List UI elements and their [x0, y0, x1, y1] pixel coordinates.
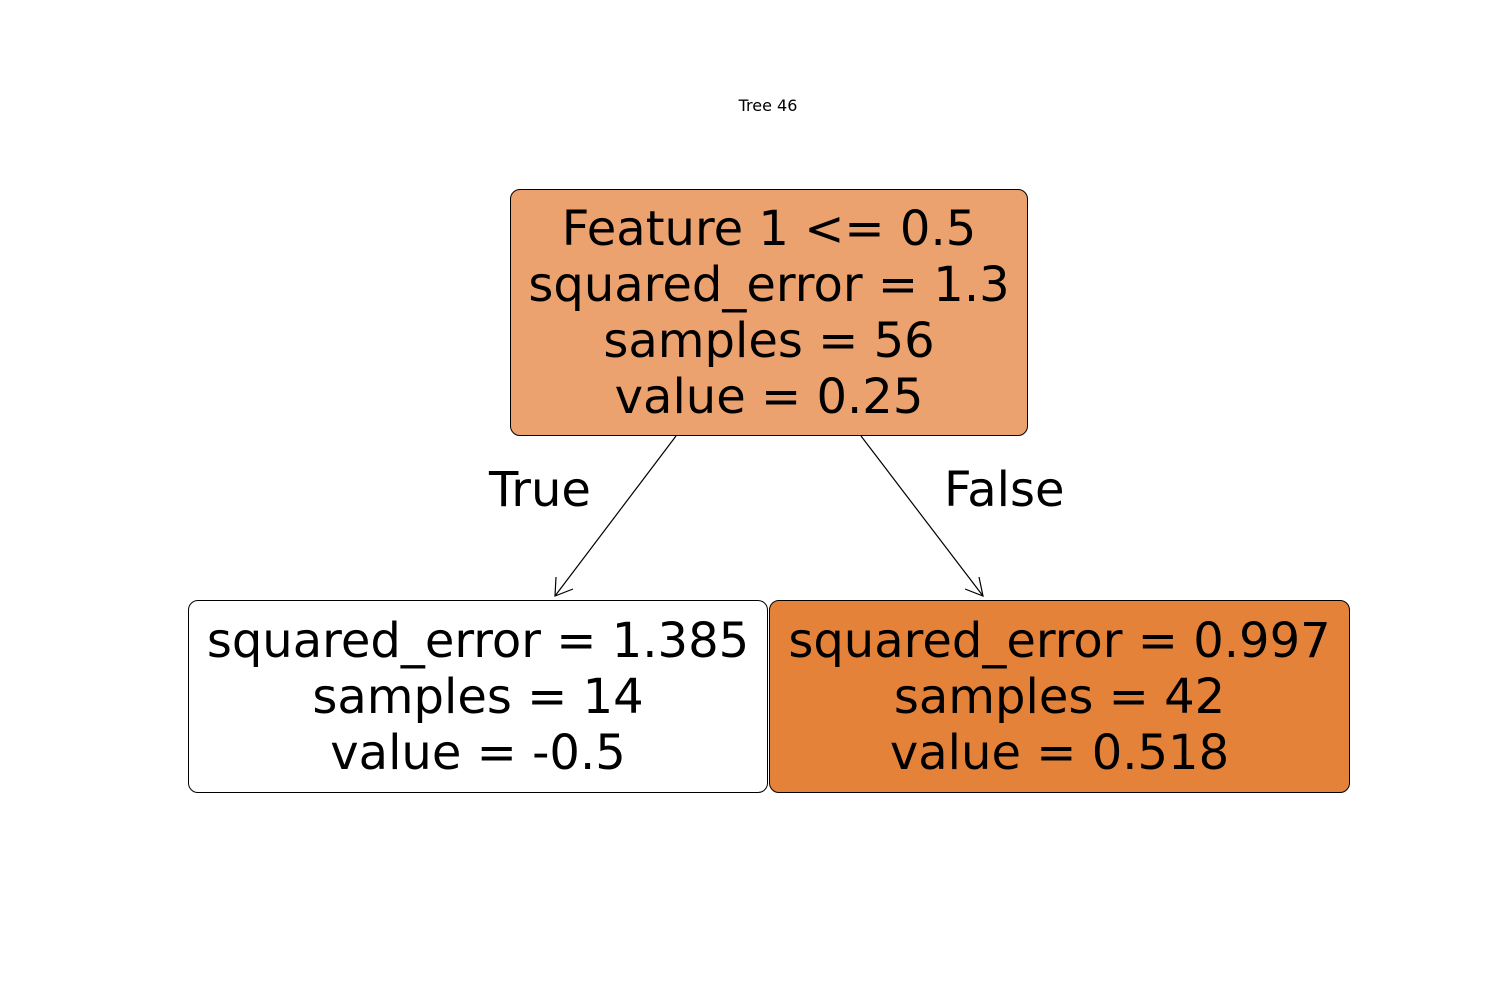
arrowhead-false [964, 576, 984, 597]
left-samples: samples = 14 [312, 668, 644, 725]
root-value: value = 0.25 [614, 368, 924, 425]
diagram-title: Tree 46 [738, 96, 798, 115]
root-split-condition: Feature 1 <= 0.5 [561, 200, 977, 257]
left-value: value = -0.5 [330, 724, 626, 781]
root-squared-error: squared_error = 1.3 [528, 256, 1010, 313]
edge-label-false: False [944, 462, 1065, 518]
right-samples: samples = 42 [893, 668, 1226, 725]
edge-label-true: True [489, 462, 591, 518]
right-squared-error: squared_error = 0.997 [788, 612, 1331, 669]
root-samples: samples = 56 [603, 312, 935, 369]
left-leaf-node: squared_error = 1.385 samples = 14 value… [188, 600, 768, 793]
edge-false [860, 435, 984, 597]
right-leaf-node: squared_error = 0.997 samples = 42 value… [769, 600, 1350, 793]
right-value: value = 0.518 [889, 724, 1230, 781]
root-node: Feature 1 <= 0.5 squared_error = 1.3 sam… [510, 189, 1028, 436]
arrowhead-true [554, 576, 574, 597]
edge-true [554, 435, 677, 597]
left-squared-error: squared_error = 1.385 [206, 612, 750, 669]
